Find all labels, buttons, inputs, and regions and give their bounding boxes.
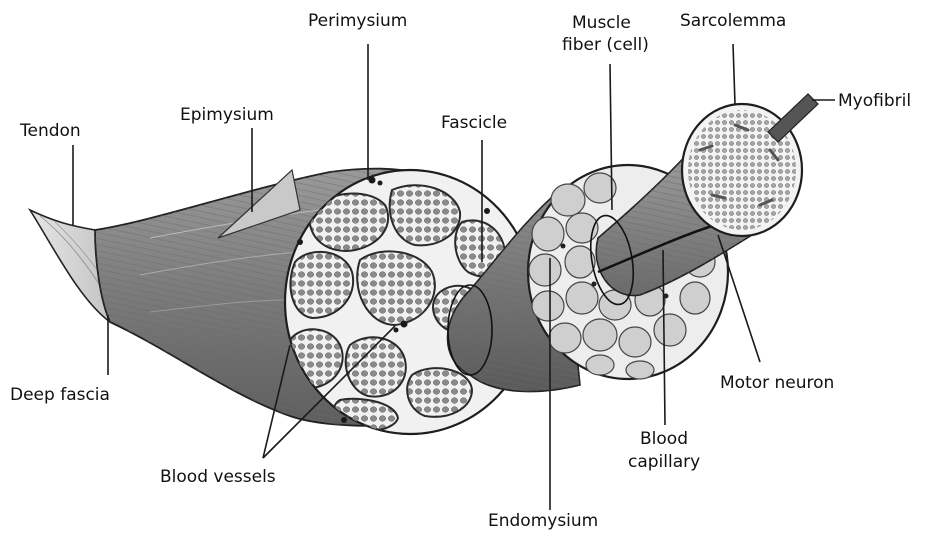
label-fascicle: Fascicle [441,113,507,133]
label-endomysium: Endomysium [488,511,598,531]
sarcolemma-cross-section [682,94,818,236]
label-blood-capillary-line1: Blood [640,429,688,449]
label-blood-capillary-line2: capillary [628,452,700,472]
label-blood-vessels: Blood vessels [160,467,276,487]
label-perimysium: Perimysium [308,11,407,31]
label-epimysium: Epimysium [180,105,274,125]
label-myofibril: Myofibril [838,91,911,111]
label-tendon: Tendon [19,121,81,141]
label-muscle-fiber-line1: Muscle [572,13,631,33]
label-motor-neuron: Motor neuron [720,373,834,393]
label-deep-fascia: Deep fascia [10,385,110,405]
fascicle-section [407,368,472,417]
label-muscle-fiber-line2: fiber (cell) [562,35,649,55]
label-sarcolemma: Sarcolemma [680,11,786,31]
